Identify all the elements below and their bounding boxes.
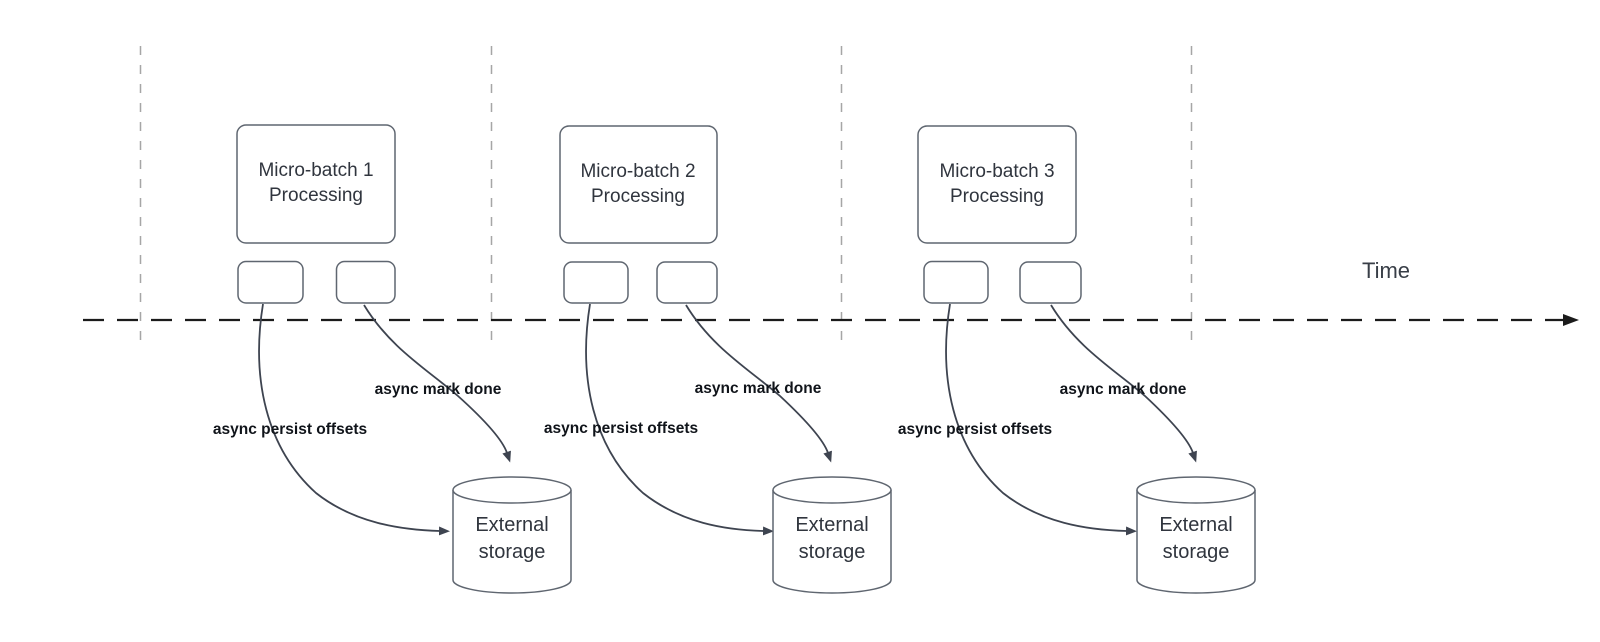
persist-offsets-label-2: async persist offsets (544, 420, 698, 437)
storage-cylinder-1: External storage (452, 476, 572, 594)
storage-cylinder-2: External storage (772, 476, 892, 594)
time-axis-label: Time (1362, 258, 1410, 283)
mark-done-arrow-3 (1050, 304, 1197, 463)
task-box-2-offsets (563, 261, 629, 304)
storage-cylinder-3: External storage (1136, 476, 1256, 594)
processing-box-2 (559, 125, 718, 244)
storage-label-1-line2: storage (479, 541, 546, 563)
persist-offsets-label-1: async persist offsets (213, 421, 367, 438)
processing-box-1-title-line2: Processing (269, 185, 363, 206)
processing-box-1-title-line1: Micro-batch 1 (258, 160, 373, 181)
processing-box-1 (236, 124, 396, 244)
task-box-2-markdone (656, 261, 718, 304)
persist-offsets-arrow-3 (945, 303, 1137, 536)
processing-box-3-title-line1: Micro-batch 3 (939, 161, 1054, 182)
cylinder-top (452, 476, 572, 504)
task-box-1-markdone (335, 260, 396, 304)
processing-box-2-title-line1: Micro-batch 2 (580, 161, 695, 182)
mark-done-label-3: async mark done (1060, 381, 1187, 398)
batch-group-2: Micro-batch 2 Processing async persist o… (544, 125, 892, 594)
storage-label-2-line1: External (795, 514, 868, 536)
persist-offsets-label-3: async persist offsets (898, 421, 1052, 438)
task-box-1-offsets (237, 260, 304, 304)
persist-offsets-arrow-2 (585, 303, 774, 536)
task-box-3-markdone (1019, 261, 1082, 304)
processing-box-2-title-line2: Processing (591, 186, 685, 207)
mark-done-label-2: async mark done (695, 380, 822, 397)
cylinder-top (1136, 476, 1256, 504)
mark-done-arrow-2 (685, 304, 832, 463)
mark-done-label-1: async mark done (375, 381, 502, 398)
processing-box-3 (917, 125, 1077, 244)
storage-label-2-line2: storage (799, 541, 866, 563)
task-box-3-offsets (923, 260, 989, 304)
batch-group-1: Micro-batch 1 Processing async persist o… (213, 124, 572, 594)
mark-done-arrow-1 (363, 304, 511, 463)
cylinder-body (452, 490, 572, 594)
cylinder-body (772, 490, 892, 594)
storage-label-3-line2: storage (1163, 541, 1230, 563)
cylinder-top (772, 476, 892, 504)
storage-label-1-line1: External (475, 514, 548, 536)
batch-group-3: Micro-batch 3 Processing async persist o… (898, 125, 1256, 594)
storage-label-3-line1: External (1159, 514, 1232, 536)
persist-offsets-arrow-1 (258, 303, 450, 536)
processing-box-3-title-line2: Processing (950, 186, 1044, 207)
cylinder-body (1136, 490, 1256, 594)
